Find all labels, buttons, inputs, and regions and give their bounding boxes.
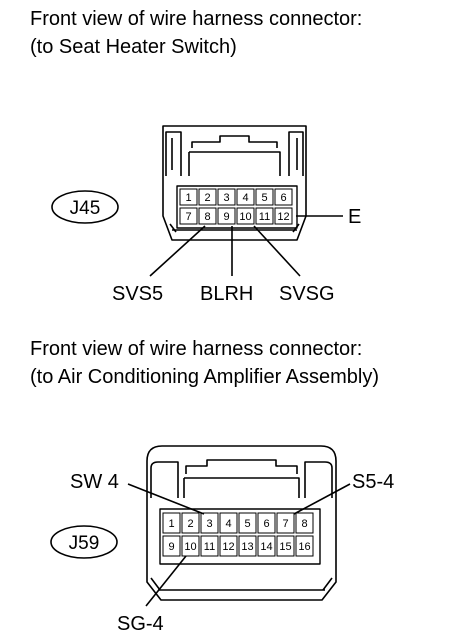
j45-pin-5: 5 xyxy=(261,192,267,204)
j45-pin-cell xyxy=(217,207,236,225)
j45-label-svsg: SVSG xyxy=(279,283,335,305)
j59-pin-cell xyxy=(219,535,238,557)
j59-pin-4: 4 xyxy=(225,518,231,530)
j59-pin-cell xyxy=(162,512,181,534)
j59-pin-cell xyxy=(200,535,219,557)
j59-pin-16: 16 xyxy=(298,541,310,553)
j59-pin-cell xyxy=(238,535,257,557)
j59-pin-6: 6 xyxy=(263,518,269,530)
j59-pin-10: 10 xyxy=(184,541,196,553)
j45-title-line2: (to Seat Heater Switch) xyxy=(30,36,237,58)
j59-pin-9: 9 xyxy=(168,541,174,553)
j59-pin-12: 12 xyxy=(222,541,234,553)
j59-pin-cell xyxy=(295,512,314,534)
j45-pin-cell xyxy=(274,188,293,206)
j59-pin-15: 15 xyxy=(279,541,291,553)
j59-pin-5: 5 xyxy=(244,518,250,530)
j45-pin-3: 3 xyxy=(223,192,229,204)
j45-label-blrh: BLRH xyxy=(200,283,253,305)
j59-pin-2: 2 xyxy=(187,518,193,530)
j59-leader-sw4 xyxy=(127,483,205,515)
j59-leader-s54 xyxy=(293,483,351,515)
j45-pin-cell xyxy=(217,188,236,206)
j45-pin-9: 9 xyxy=(223,211,229,223)
j45-pin-2: 2 xyxy=(204,192,210,204)
j59-pin-8: 8 xyxy=(301,518,307,530)
j59-pin-cell xyxy=(200,512,219,534)
j59-pin-13: 13 xyxy=(241,541,253,553)
j45-pin-cell xyxy=(236,207,255,225)
j45-badge: J45 xyxy=(70,198,101,219)
j59-title-line1: Front view of wire harness connector: xyxy=(30,338,363,360)
j45-pin-cell xyxy=(236,188,255,206)
j45-label-svs5: SVS5 xyxy=(112,283,163,305)
j45-pin-cell xyxy=(255,188,274,206)
j45-pin-cell xyxy=(179,207,198,225)
j45-connector-housing xyxy=(162,125,307,241)
j45-leader-svs5 xyxy=(149,225,206,277)
j59-title-line2: (to Air Conditioning Amplifier Assembly) xyxy=(30,366,380,388)
j59-label-sw4: SW 4 xyxy=(70,471,119,493)
j45-pin-11: 11 xyxy=(259,211,270,223)
j45-pin-8: 8 xyxy=(204,211,210,223)
j45-pin-cell xyxy=(198,207,217,225)
j59-badge-outline xyxy=(50,525,118,559)
j45-leader-svsg xyxy=(253,225,301,277)
j45-pin-cell xyxy=(274,207,293,225)
j45-label-e: E xyxy=(348,206,361,228)
j45-pin-cell xyxy=(255,207,274,225)
j59-pin-14: 14 xyxy=(260,541,272,553)
j59-pin-cell xyxy=(162,535,181,557)
j59-connector-housing xyxy=(146,445,337,601)
j45-pin-6: 6 xyxy=(280,192,286,204)
j59-leader-sg4 xyxy=(145,555,187,607)
j59-pin-cell xyxy=(181,535,200,557)
j59-pin-11: 11 xyxy=(204,541,215,553)
j59-pin-cell xyxy=(257,535,276,557)
j59-pin-3: 3 xyxy=(206,518,212,530)
j59-pin-cell xyxy=(219,512,238,534)
j59-label-s54: S5-4 xyxy=(352,471,394,493)
j45-pin-1: 1 xyxy=(185,192,191,204)
j59-pin-1: 1 xyxy=(168,518,174,530)
j59-pin-cell xyxy=(238,512,257,534)
j45-pin-7: 7 xyxy=(185,211,191,223)
j59-pin-cell xyxy=(276,512,295,534)
j45-pin-cell xyxy=(198,188,217,206)
j45-pin-cell xyxy=(179,188,198,206)
j59-label-sg4: SG-4 xyxy=(117,613,164,635)
j59-badge: J59 xyxy=(69,533,100,554)
j59-pin-cell xyxy=(257,512,276,534)
j45-title-line1: Front view of wire harness connector: xyxy=(30,8,363,30)
j45-badge-outline xyxy=(51,190,119,224)
j45-pin-10: 10 xyxy=(239,211,251,223)
j59-pin-cell xyxy=(181,512,200,534)
j59-pin-cell xyxy=(276,535,295,557)
j59-pin-cell xyxy=(295,535,314,557)
j45-pin-12: 12 xyxy=(277,211,289,223)
j59-pin-7: 7 xyxy=(282,518,288,530)
j45-pin-4: 4 xyxy=(242,192,248,204)
